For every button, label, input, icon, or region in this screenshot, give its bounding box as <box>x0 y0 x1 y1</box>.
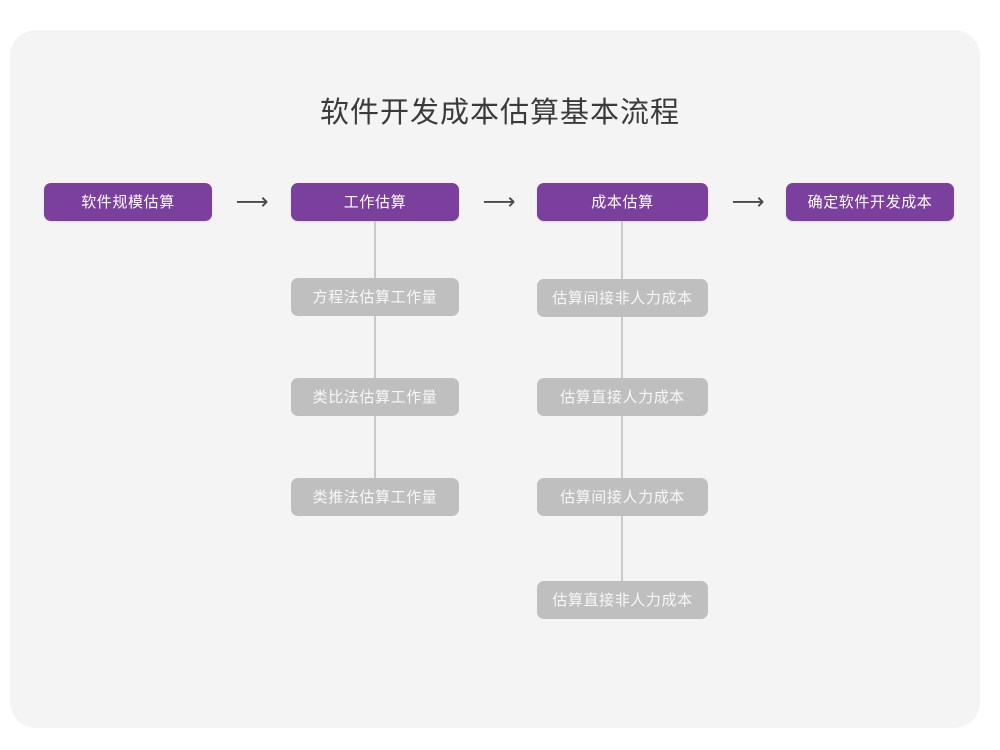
substep-node-equation-method-effort[interactable]: 方程法估算工作量 <box>291 278 459 316</box>
arrow-right-icon-1: ⟶ <box>235 189 269 215</box>
connector-line-col3-b <box>621 317 623 378</box>
stage-node-determine-development-cost[interactable]: 确定软件开发成本 <box>786 183 954 221</box>
connector-line-col3-c <box>621 416 623 478</box>
connector-line-col3-d <box>621 516 623 581</box>
connector-line-col2-c <box>374 416 376 478</box>
substep-node-direct-labor-cost[interactable]: 估算直接人力成本 <box>537 378 708 416</box>
stage-node-cost-estimation[interactable]: 成本估算 <box>537 183 708 221</box>
arrow-right-icon-3: ⟶ <box>731 189 765 215</box>
stage-node-work-estimation[interactable]: 工作估算 <box>291 183 459 221</box>
page-title: 软件开发成本估算基本流程 <box>319 95 680 129</box>
stage-node-software-scale-estimation[interactable]: 软件规模估算 <box>44 183 212 221</box>
connector-line-col2-b <box>374 316 376 378</box>
diagram-card <box>10 30 980 728</box>
substep-node-indirect-nonlabor-cost[interactable]: 估算间接非人力成本 <box>537 279 708 317</box>
substep-node-indirect-labor-cost[interactable]: 估算间接人力成本 <box>537 478 708 516</box>
arrow-right-icon-2: ⟶ <box>482 189 516 215</box>
substep-node-analogy-method-effort[interactable]: 类比法估算工作量 <box>291 378 459 416</box>
substep-node-inference-method-effort[interactable]: 类推法估算工作量 <box>291 478 459 516</box>
connector-line-col2-a <box>374 221 376 278</box>
connector-line-col3-a <box>621 221 623 279</box>
substep-node-direct-nonlabor-cost[interactable]: 估算直接非人力成本 <box>537 581 708 619</box>
